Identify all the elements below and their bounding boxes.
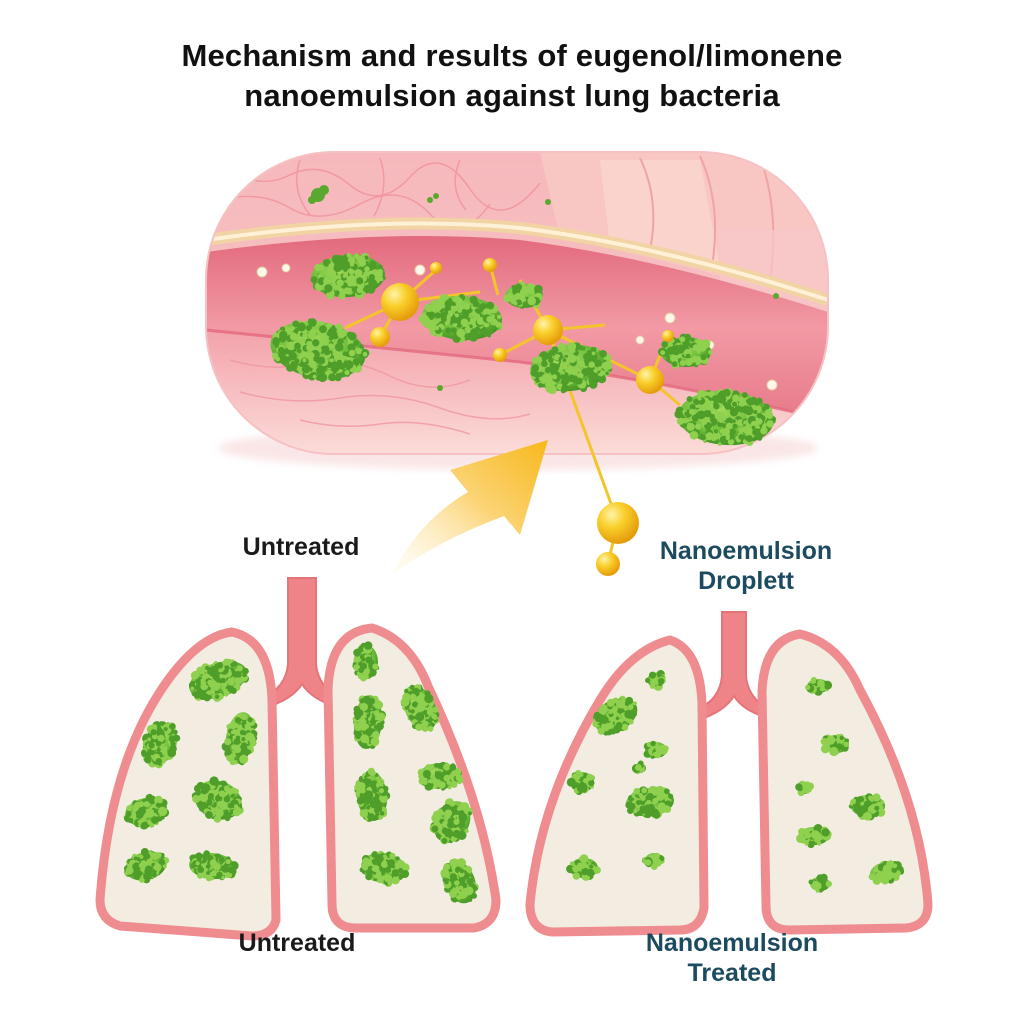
bacteria-cluster-icon <box>440 858 479 904</box>
bacteria-cluster-icon <box>429 798 473 845</box>
label-untreated-bottom: Untreated <box>238 929 356 957</box>
untreated-lungs <box>95 577 501 941</box>
bacteria-cluster-icon <box>645 670 666 691</box>
capsule-droplets-group <box>370 258 674 394</box>
nanoemulsion-droplet-icon <box>636 366 664 394</box>
bacteria-cluster-icon <box>123 793 170 830</box>
label-nanoemulsion-droplet: Nanoemulsion Droplett <box>636 536 856 596</box>
bacteria-cluster-icon <box>674 388 777 447</box>
stray-bacteria-dots <box>308 185 779 391</box>
lung-icon <box>757 629 933 935</box>
bacteria-cluster-icon <box>418 293 503 343</box>
bacteria-cluster-icon <box>352 641 380 682</box>
bacteria-cluster-icon <box>566 770 595 796</box>
nanoemulsion-droplet-icon <box>596 552 620 576</box>
bacteria-cluster-icon <box>657 333 713 369</box>
bacteria-cluster-icon <box>848 793 886 821</box>
bacteria-cluster-icon <box>188 658 250 702</box>
nanoemulsion-droplet-icon <box>483 258 497 272</box>
treated-lungs <box>525 611 933 937</box>
title-line-1: Mechanism and results of eugenol/limonen… <box>181 38 843 73</box>
bacteria-cluster-icon <box>805 676 833 696</box>
nanoemulsion-droplet-icon <box>430 262 442 274</box>
diagram-title: Mechanism and results of eugenol/limonen… <box>0 36 1024 116</box>
bacteria-cluster-icon <box>820 733 849 757</box>
bacteria-cluster-icon <box>140 721 181 769</box>
title-line-2: nanoemulsion against lung bacteria <box>244 78 780 113</box>
bacteria-cluster-icon <box>221 712 258 766</box>
bacteria-cluster-icon <box>643 740 669 759</box>
bacteria-cluster-icon <box>354 767 391 823</box>
nanoemulsion-droplet-icon <box>662 330 674 342</box>
label-treated-line-2: Treated <box>687 959 777 987</box>
bacteria-cluster-icon <box>400 684 440 732</box>
label-untreated-top: Untreated <box>242 533 360 561</box>
label-droplet-line-1: Nanoemulsion <box>659 537 833 565</box>
nanoemulsion-droplet-icon <box>533 315 563 345</box>
nanoemulsion-droplet-icon <box>381 283 419 321</box>
bacteria-cluster-icon <box>566 854 601 881</box>
trachea <box>694 611 774 722</box>
bacteria-cluster-icon <box>808 873 832 893</box>
bacteria-cluster-icon <box>189 850 239 882</box>
bacteria-cluster-icon <box>503 281 543 309</box>
bacteria-cluster-icon <box>641 852 665 870</box>
bacteria-cluster-icon <box>592 695 638 736</box>
bacteria-cluster-icon <box>123 848 170 884</box>
label-treated-line-1: Nanoemulsion <box>645 929 819 957</box>
bacteria-cluster-icon <box>625 785 674 819</box>
bacteria-cluster-icon <box>796 824 832 849</box>
bacteria-cluster-icon <box>529 342 613 395</box>
arrow-icon <box>392 440 548 574</box>
nanoemulsion-droplet-large <box>596 502 639 576</box>
bacteria-cluster-icon <box>352 695 386 749</box>
bacteria-cluster-icon <box>191 776 244 823</box>
untreated-bacteria-group <box>123 641 479 904</box>
lung-icon <box>95 627 281 941</box>
label-nanoemulsion-treated: Nanoemulsion Treated <box>612 928 852 988</box>
bacteria-cluster-icon <box>310 252 386 300</box>
nanoemulsion-droplet-icon <box>370 327 390 347</box>
treated-bacteria-group <box>566 670 905 893</box>
lung-icon <box>525 635 709 937</box>
bacteria-cluster-icon <box>270 318 370 383</box>
bacteria-cluster-icon <box>631 760 646 775</box>
bacteria-cluster-icon <box>868 860 905 885</box>
bacteria-cluster-icon <box>795 780 814 797</box>
nanoemulsion-droplet-icon <box>597 502 639 544</box>
capsule-bacteria-group <box>270 252 777 447</box>
label-droplet-line-2: Droplett <box>698 567 794 595</box>
nanoemulsion-droplet-icon <box>493 348 507 362</box>
bacteria-cluster-icon <box>417 761 464 791</box>
bacteria-cluster-icon <box>359 850 410 887</box>
